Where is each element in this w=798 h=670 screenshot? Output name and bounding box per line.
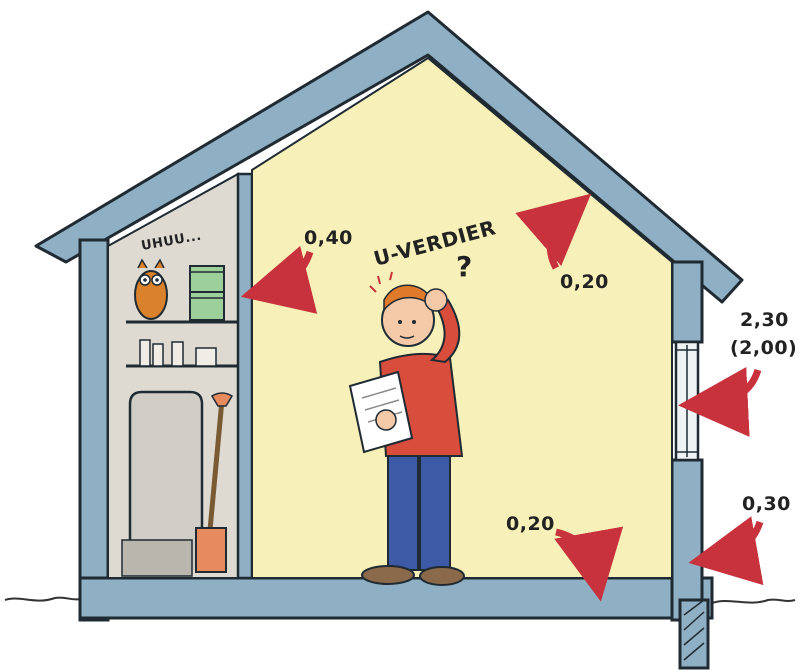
right-wall-upper <box>672 262 702 342</box>
label-window-alt: (2,00) <box>730 337 797 359</box>
label-window: 2,30 <box>740 309 789 331</box>
label-roof: 0,20 <box>560 271 609 293</box>
storage-clutter <box>122 540 192 576</box>
ground-line-right <box>712 600 795 603</box>
right-wall-lower <box>672 460 702 620</box>
label-floor: 0,20 <box>506 513 555 535</box>
label-outer-wall: 0,30 <box>742 493 791 515</box>
left-wall <box>80 240 108 620</box>
foundation <box>680 600 708 668</box>
question-mark: ? <box>456 250 473 283</box>
label-attic-wall: 0,40 <box>304 227 353 249</box>
arrow-outer-wall <box>716 522 760 558</box>
ground-line-left <box>5 598 80 601</box>
arrow-window <box>706 370 758 404</box>
partition-wall <box>238 174 252 578</box>
main-room <box>252 58 672 578</box>
storage-boxes <box>190 266 224 320</box>
